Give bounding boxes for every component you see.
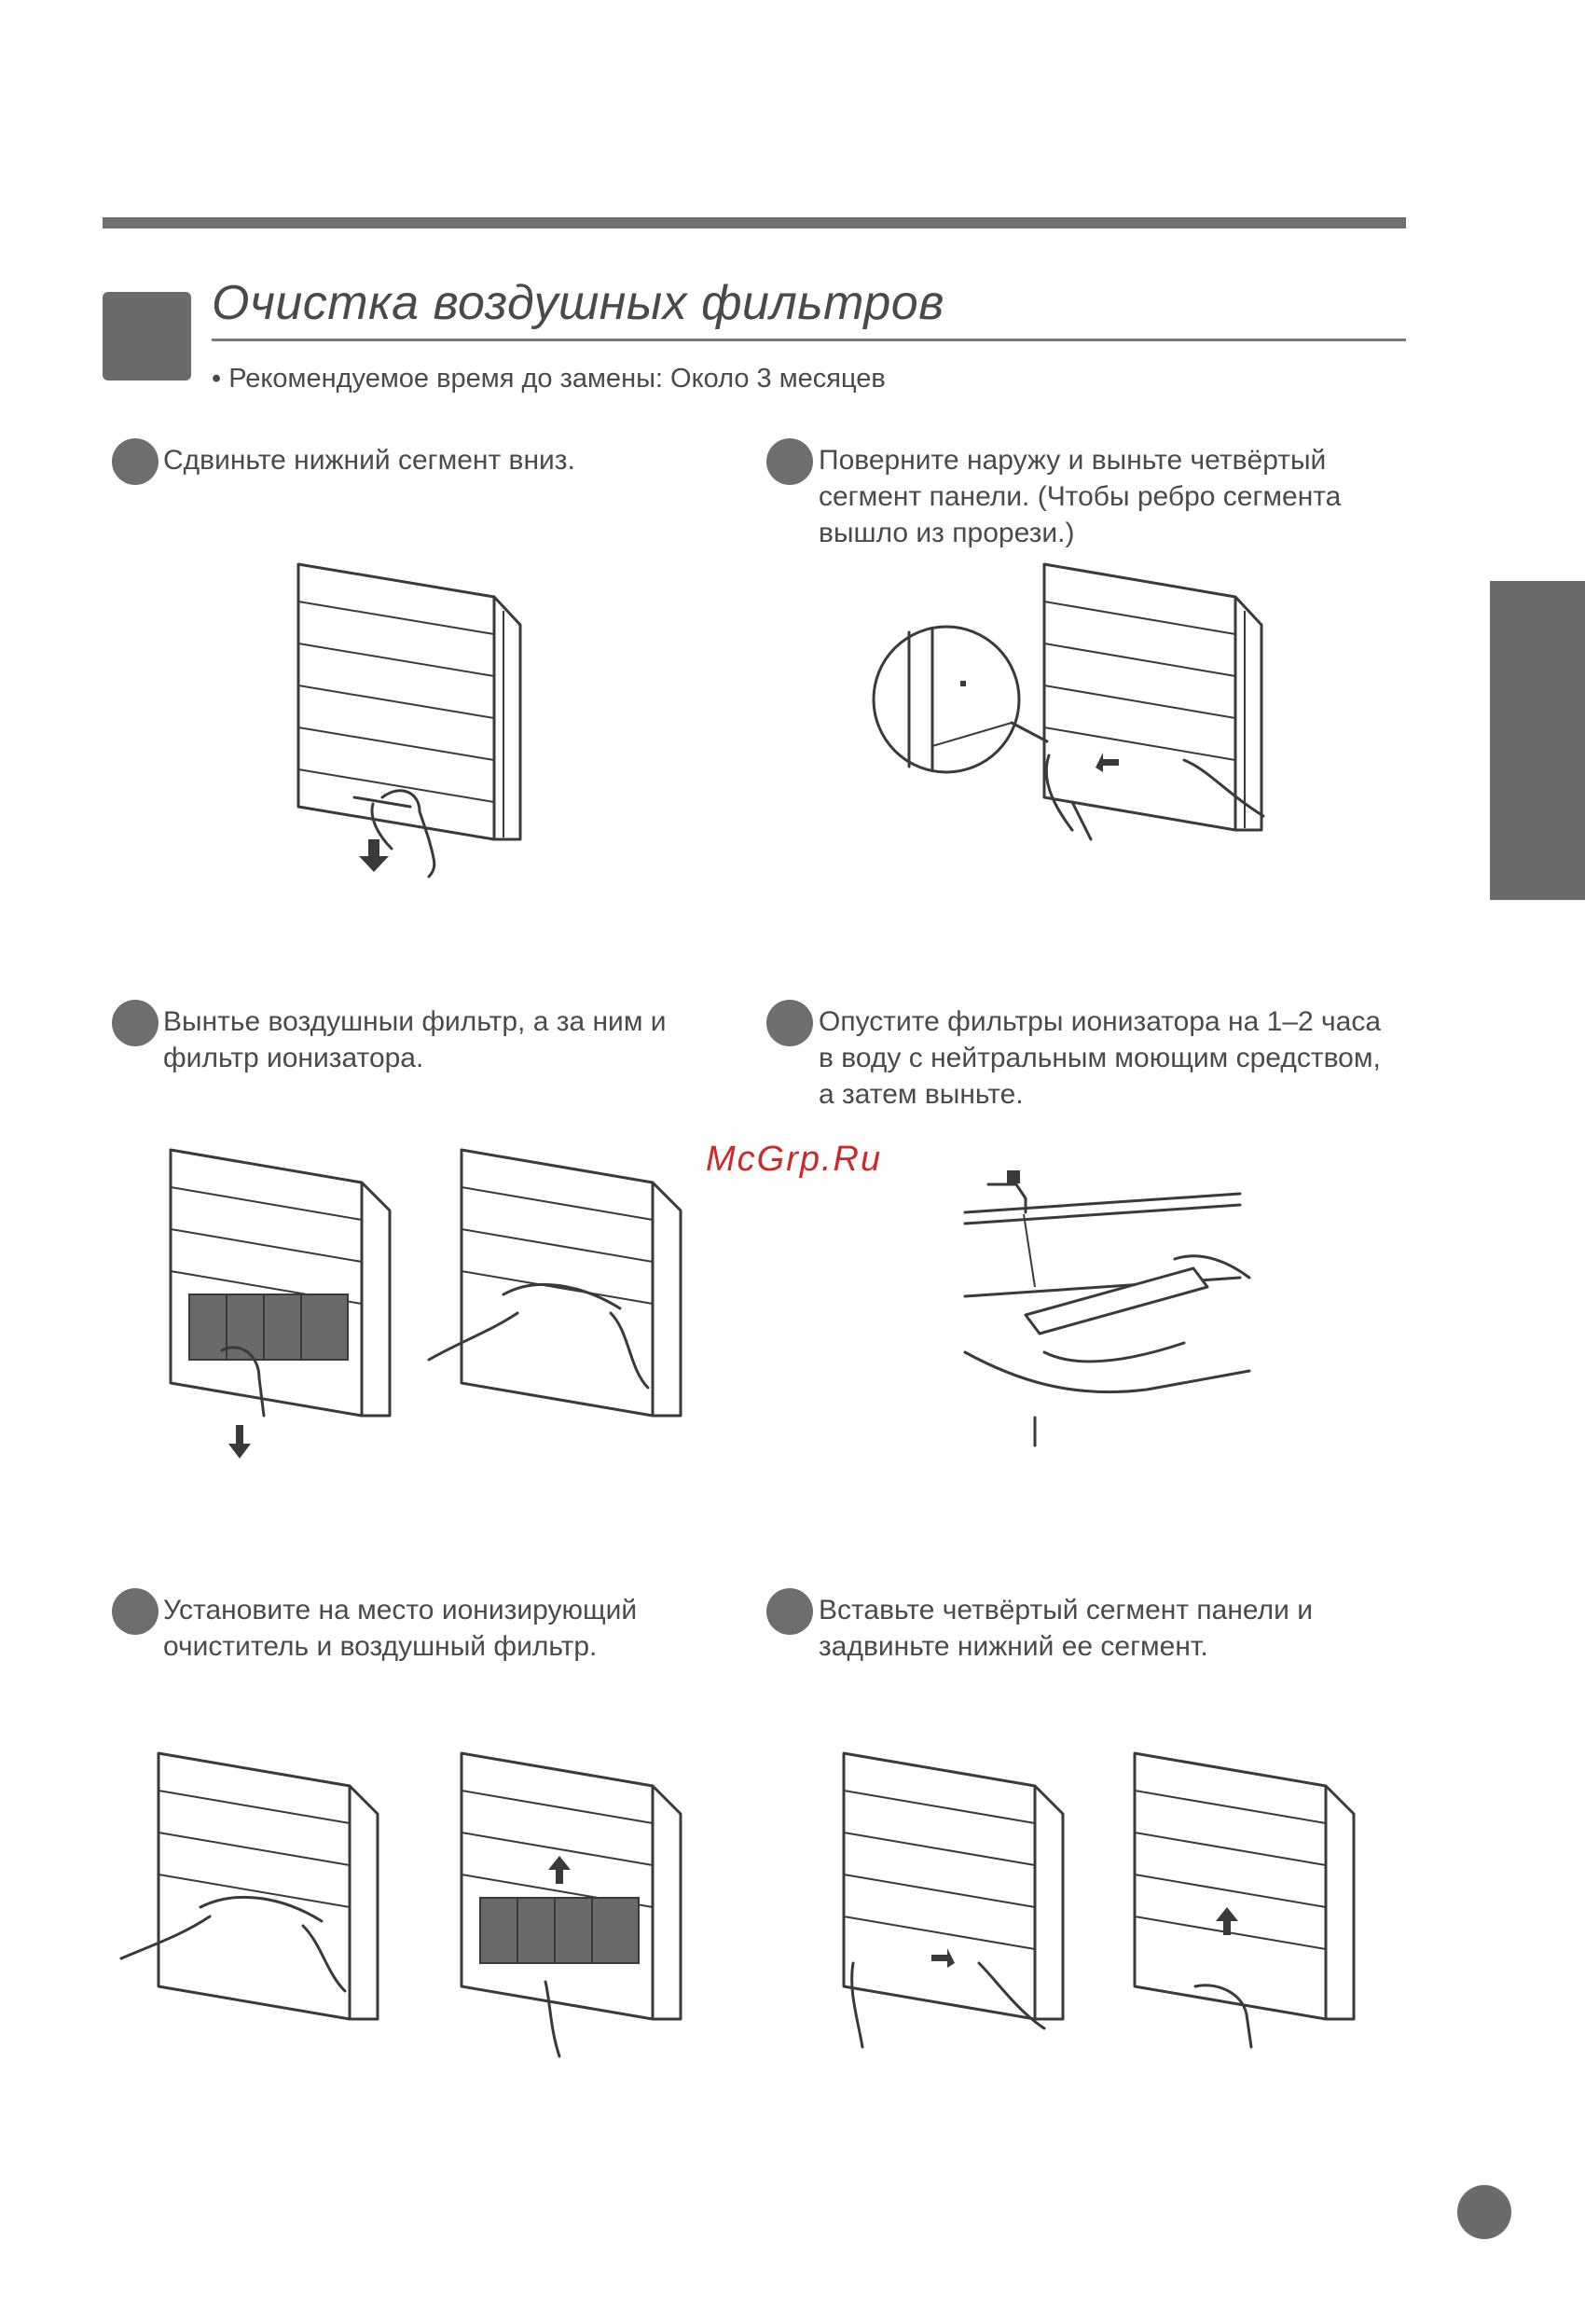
illustration-step-6-left (842, 1751, 1065, 2049)
step-1-marker (112, 438, 158, 485)
illustration-step-3-left (169, 1148, 392, 1459)
illustration-step-5-right (460, 1751, 682, 2058)
step-4-marker (766, 1000, 813, 1046)
step-6-marker (766, 1588, 813, 1635)
step-3-text: Вынтье воздушныи фильтр, а за ним и филь… (163, 1006, 667, 1073)
step-5-marker (112, 1588, 158, 1635)
illustration-step-6-right (1133, 1751, 1356, 2049)
step-3-marker (112, 1000, 158, 1046)
illustration-step-3-right (427, 1148, 682, 1418)
chapter-side-tab (1490, 581, 1585, 900)
step-2-marker (766, 438, 813, 485)
title-underline (212, 339, 1406, 341)
section-title: Очистка воздушных фильтров (212, 276, 944, 330)
step-1-text: Сдвиньте нижний сегмент вниз. (163, 445, 575, 476)
section-subtitle: • Рекомендуемое время до замены: Около 3… (212, 364, 886, 394)
step-5-text: Установите на место ионизирующий очистит… (163, 1595, 638, 1662)
section-marker (103, 292, 191, 380)
illustration-step-5-left (119, 1751, 379, 2021)
illustration-step-4 (963, 1170, 1251, 1447)
step-4-text: Опустите фильтры ионизатора на 1–2 часа … (819, 1006, 1382, 1110)
illustration-step-2 (872, 562, 1265, 841)
page-number-marker (1457, 2185, 1511, 2239)
step-6-text: Вставьте четвёртый сегмент панели и задв… (819, 1595, 1313, 1662)
watermark: McGrp.Ru (706, 1140, 883, 1179)
top-rule (103, 217, 1406, 228)
illustration-step-1 (296, 562, 522, 878)
step-2-text: Поверните наружу и выньте четвёртый сегм… (819, 445, 1342, 548)
